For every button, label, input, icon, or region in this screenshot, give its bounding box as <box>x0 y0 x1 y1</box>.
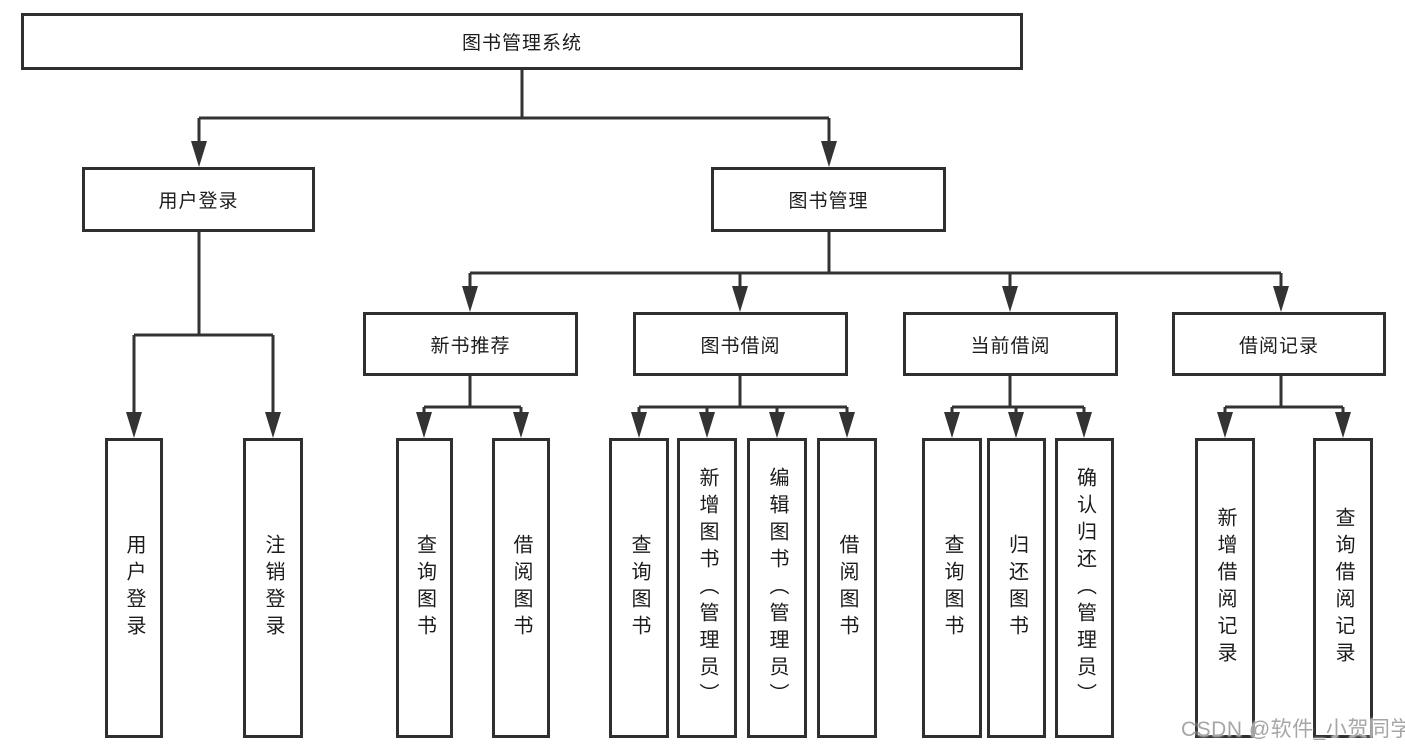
node-label: 查询图书 <box>628 534 650 642</box>
node-leaf-edit-book-admin: 编辑图书（管理员） <box>747 438 807 738</box>
node-label: 用户登录 <box>123 534 145 642</box>
node-leaf-query-book-2: 查询图书 <box>609 438 669 738</box>
node-leaf-borrow-book-2: 借阅图书 <box>817 438 877 738</box>
node-label: 归还图书 <box>1005 534 1028 642</box>
node-label: 注销登录 <box>262 534 284 642</box>
node-label: 查询图书 <box>413 534 436 642</box>
node-label: 新增借阅记录 <box>1214 507 1236 669</box>
node-user-login: 用户登录 <box>82 167 315 232</box>
node-leaf-borrow-book-1: 借阅图书 <box>492 438 550 738</box>
node-leaf-logout: 注销登录 <box>243 438 303 738</box>
csdn-watermark: CSDN @软件_小贺同学 <box>1181 718 1405 741</box>
node-root-system: 图书管理系统 <box>21 13 1023 70</box>
node-label: 借阅图书 <box>836 534 858 642</box>
node-leaf-query-book-1: 查询图书 <box>396 438 453 738</box>
node-label: 查询借阅记录 <box>1332 507 1354 669</box>
node-label: 编辑图书（管理员） <box>766 466 788 710</box>
node-leaf-user-login: 用户登录 <box>105 438 163 738</box>
node-leaf-add-book-admin: 新增图书（管理员） <box>677 438 737 738</box>
node-leaf-add-borrow-record: 新增借阅记录 <box>1195 438 1255 738</box>
node-new-book-recommend: 新书推荐 <box>363 312 578 376</box>
node-leaf-query-borrow-record: 查询借阅记录 <box>1313 438 1373 738</box>
node-current-borrow: 当前借阅 <box>903 312 1118 376</box>
node-book-borrow: 图书借阅 <box>633 312 848 376</box>
node-label: 借阅图书 <box>510 534 532 642</box>
node-book-management: 图书管理 <box>711 167 946 232</box>
arrowheads <box>126 141 1351 438</box>
node-leaf-query-book-3: 查询图书 <box>922 438 982 738</box>
node-leaf-return-book: 归还图书 <box>987 438 1046 738</box>
node-label: 确认归还（管理员） <box>1073 466 1096 710</box>
node-label: 查询图书 <box>941 534 963 642</box>
node-label: 新增图书（管理员） <box>696 466 718 710</box>
node-borrow-records: 借阅记录 <box>1172 312 1386 376</box>
node-leaf-confirm-return-admin: 确认归还（管理员） <box>1055 438 1114 738</box>
